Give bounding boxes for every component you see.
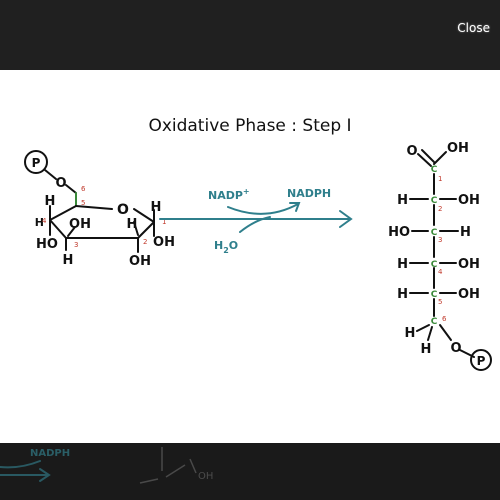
c6-o-bond: [439, 324, 452, 341]
glucose-num-1: 1: [162, 218, 166, 226]
c6-h2: H: [421, 342, 432, 357]
row4-left: H: [397, 257, 408, 272]
gluconate-num-5: 5: [438, 298, 442, 306]
reaction-arrow: [159, 202, 353, 233]
gluconate-c3: C: [431, 228, 438, 238]
glucose-o-link: O: [55, 176, 66, 191]
bond-c4-oh: [67, 226, 76, 237]
glucose-phosphate-label: P: [32, 156, 41, 170]
c1-oh: OH: [153, 235, 175, 250]
row2-right: OH: [458, 193, 480, 208]
reaction-labels: NADP+ NADPH H2O: [208, 187, 331, 255]
reaction-diagram: Oxidative Phase : Step I: [24, 116, 492, 371]
glucose-num-3: 3: [74, 241, 78, 249]
ring-oxygen: O: [117, 202, 129, 218]
gluconate-c2: C: [431, 196, 438, 206]
c1-oh-bond: [433, 151, 447, 165]
preview-diagram: NADPH OH: [0, 447, 213, 484]
preview-oh: OH: [198, 471, 213, 482]
gluconate-c5: C: [431, 290, 438, 300]
gluconate-top-oh: OH: [447, 141, 469, 156]
ring-bond-o-c1: [133, 208, 155, 223]
c4-oh: OH: [69, 217, 91, 232]
diagram-title: Oxidative Phase : Step I: [148, 116, 351, 136]
c6-h2-bond: [427, 326, 433, 341]
c3-ho: HO: [36, 237, 58, 252]
water-curve: [239, 216, 271, 233]
row4-right: OH: [458, 257, 480, 272]
glucose-num-2: 2: [143, 238, 147, 246]
c2-h: H: [127, 217, 138, 232]
gluconate-num-1: 1: [438, 175, 442, 183]
gluconate-labels: O OH H OH HO H H OH H OH H H O P: [388, 141, 486, 368]
gluconate-phosphate-circle: [470, 349, 492, 371]
cofactor-curve-top: [227, 203, 299, 215]
slide-canvas: Oxidative Phase : Step I: [0, 70, 500, 443]
gluconate-num-3: 3: [438, 236, 442, 244]
ring-bond-c3-c4: [49, 219, 67, 239]
c4-h-top: H: [45, 194, 56, 209]
row3-right: H: [460, 225, 471, 240]
next-slide-preview: NADPH OH: [0, 443, 500, 500]
gluconate-num-2: 2: [438, 205, 442, 213]
preview-nadph: NADPH: [30, 448, 70, 459]
gluconate-c4: C: [431, 260, 438, 270]
row2-left: H: [397, 193, 408, 208]
c2-oh: OH: [129, 254, 151, 269]
preview-bond-1: [139, 478, 159, 484]
ring-bond-c1-c2: [137, 221, 155, 239]
gluconate-phosphate-label: P: [477, 354, 486, 368]
glucose-num-6: 6: [81, 185, 86, 193]
c3-h: H: [63, 253, 74, 268]
bond-c2-h: [133, 221, 139, 236]
cofactor-arrowhead: [289, 202, 301, 212]
row5-left: H: [397, 287, 408, 302]
ring-bond-c4-c5: [49, 205, 77, 221]
phosphate-circle: [24, 150, 48, 174]
preview-bond-4: [189, 458, 197, 474]
bond-o-c6: [65, 184, 77, 194]
gluconate-numbers: 1 2 3 4 5 6: [438, 175, 447, 323]
gluconate-num-4: 4: [438, 268, 443, 276]
row5-right: OH: [458, 287, 480, 302]
water-label: H2O: [214, 239, 238, 255]
glucose-6-phosphate: [24, 150, 155, 253]
gluconate-top-o: O: [406, 144, 417, 159]
c1-double-bond-b: [421, 149, 435, 163]
c4-h-side: H: [35, 216, 44, 229]
row3-left: HO: [388, 225, 410, 240]
gluconate-carbons: C C C C C C: [431, 165, 438, 327]
nadp-label: NADP+: [208, 187, 250, 202]
ring-bond-c5-o: [75, 205, 113, 210]
c6-h1: H: [405, 326, 416, 341]
preview-curve: [0, 460, 41, 469]
c1-double-bond-a: [417, 153, 432, 167]
nadph-label: NADPH: [287, 187, 331, 200]
bond-p-o: [44, 169, 57, 180]
phosphogluconate: [409, 149, 492, 371]
glucose-labels: P O O H H OH HO H H OH H OH: [32, 156, 175, 269]
c1-h: H: [151, 200, 162, 215]
preview-bond-3: [165, 464, 186, 478]
gluconate-o-link: O: [450, 341, 461, 356]
glucose-num-5: 5: [81, 199, 85, 207]
gluconate-num-6: 6: [442, 315, 447, 323]
glucose-carbon-numbers: 6 5 4 3 2 1: [42, 185, 166, 249]
c6-h1-bond: [416, 324, 430, 332]
preview-arrowhead: [39, 468, 51, 482]
main-arrow-head: [339, 210, 353, 228]
close-button[interactable]: Close: [457, 21, 490, 35]
top-bar: [0, 0, 500, 70]
gluconate-c1: C: [431, 165, 438, 175]
gluconate-c6: C: [431, 317, 438, 327]
glucose-num-4: 4: [42, 217, 47, 225]
